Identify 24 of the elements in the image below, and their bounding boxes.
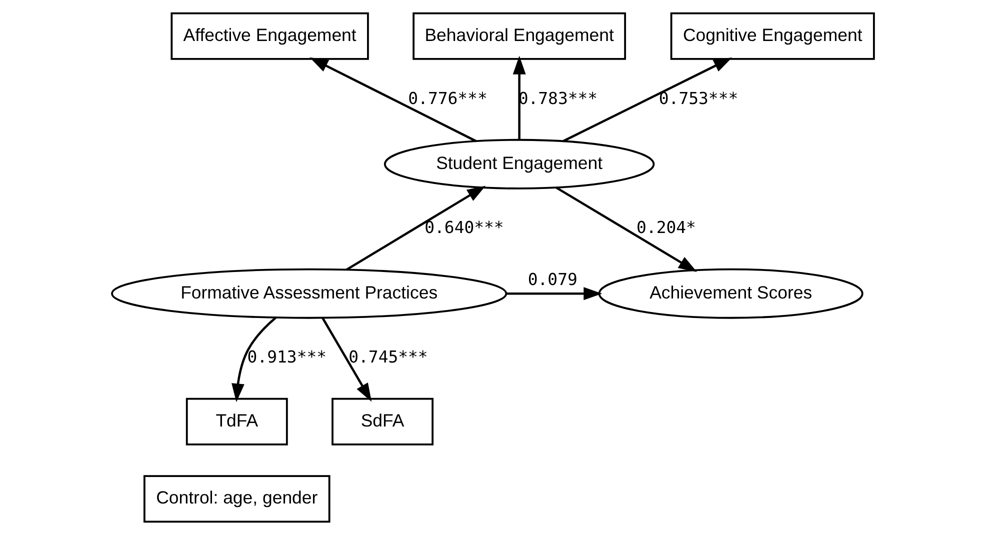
edge-label: 0.640*** [424, 218, 504, 238]
node-box: Control: age, gender [142, 475, 330, 523]
arrow [231, 316, 276, 402]
node-ellipse: Formative Assessment Practices [110, 268, 507, 319]
arrow [309, 57, 476, 142]
node-box: Cognitive Engagement [670, 12, 874, 60]
edge-label: 0.745*** [348, 348, 428, 367]
arrow [512, 56, 526, 140]
edge-label: 0.204* [636, 218, 696, 238]
node-box: Behavioral Engagement [412, 12, 626, 60]
edge-label: 0.776*** [408, 88, 487, 108]
node-box: TdFA [185, 398, 288, 446]
node-ellipse: Student Engagement [383, 138, 654, 190]
edge-label: 0.079 [527, 270, 577, 290]
edge-label: 0.753*** [658, 88, 738, 108]
node-box: SdFA [331, 398, 434, 446]
edge-label: 0.913*** [246, 348, 326, 367]
arrow [506, 287, 602, 300]
arrow [345, 186, 486, 271]
arrow [321, 317, 372, 402]
arrow [562, 57, 732, 142]
node-box: Affective Engagement [170, 12, 368, 60]
node-ellipse: Achievement Scores [598, 268, 863, 319]
arrow [555, 186, 697, 272]
